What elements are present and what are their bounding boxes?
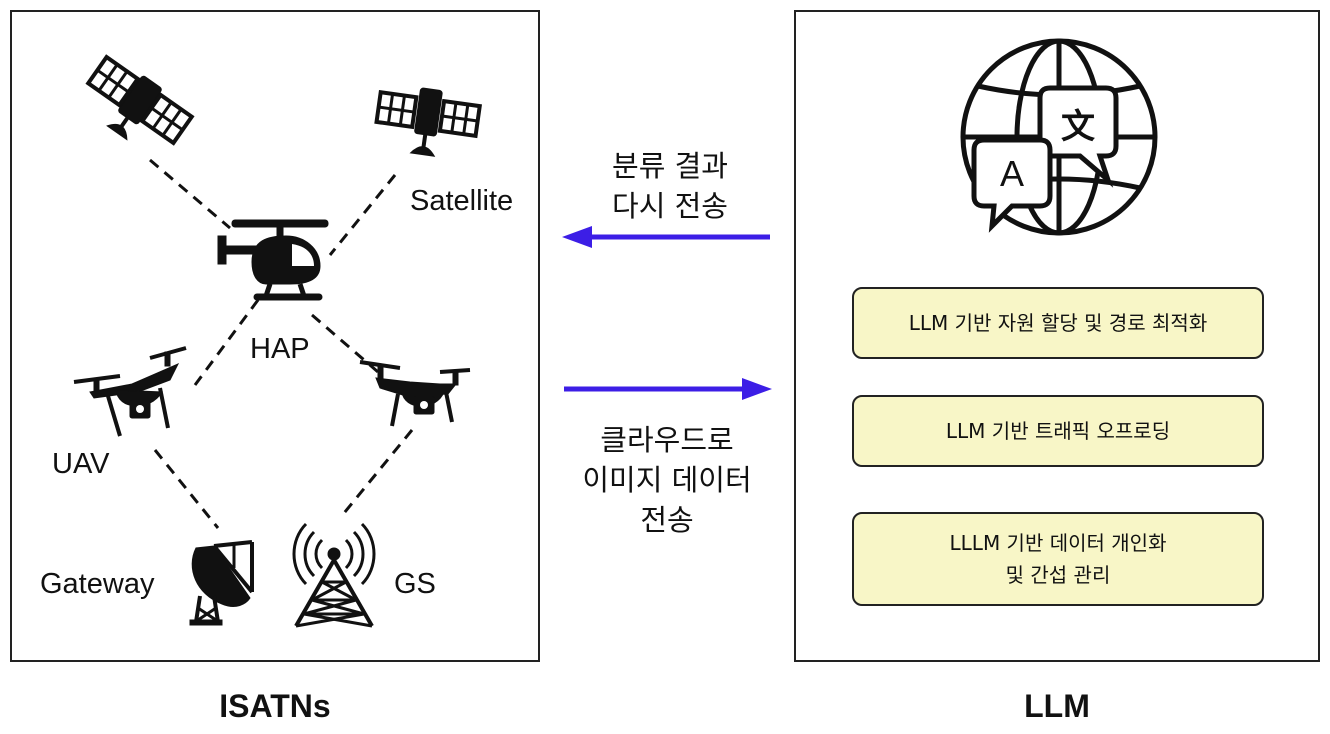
drone-icon: [73, 346, 187, 437]
feature-box-traffic-offloading: LLM 기반 트래픽 오프로딩: [852, 395, 1264, 467]
glyph-latin: A: [1000, 153, 1024, 194]
label-gs: GS: [394, 568, 436, 600]
label-gateway: Gateway: [40, 568, 155, 600]
arrow-to-isatns: [562, 226, 770, 248]
link-uav2-gs: [338, 429, 414, 519]
link-hap-uav2: [311, 313, 379, 374]
label-satellite: Satellite: [410, 185, 514, 217]
satellite-dish-icon: [189, 540, 254, 626]
satellite-icon: [85, 54, 195, 146]
satellite-icon: [374, 87, 482, 157]
feature-box-personalization: LLLM 기반 데이터 개인화 및 간섭 관리: [852, 512, 1264, 606]
link-uav1-gateway: [153, 449, 220, 529]
arrow-to-llm: [564, 378, 772, 400]
caption-isatns: ISATNs: [219, 688, 331, 724]
arrow-text-to-isatns: 분류 결과 다시 전송: [612, 149, 728, 223]
helicopter-icon: [217, 219, 329, 301]
drone-icon: [359, 360, 471, 427]
label-uav: UAV: [52, 448, 110, 480]
caption-llm: LLM: [1024, 688, 1090, 724]
link-hap-uav1: [193, 299, 260, 386]
network-links: [149, 158, 414, 529]
arrow-text-to-llm: 클라우드로 이미지 데이터 전송: [582, 423, 752, 537]
globe-translate-icon: [960, 38, 1158, 236]
cell-tower-icon: [292, 522, 376, 628]
feature-box-resource-allocation: LLM 기반 자원 할당 및 경로 최적화: [852, 287, 1264, 359]
label-hap: HAP: [250, 333, 310, 365]
link-sat1-hap: [149, 158, 231, 230]
glyph-hanzi: 文: [1061, 107, 1095, 147]
link-sat2-hap: [328, 174, 397, 256]
